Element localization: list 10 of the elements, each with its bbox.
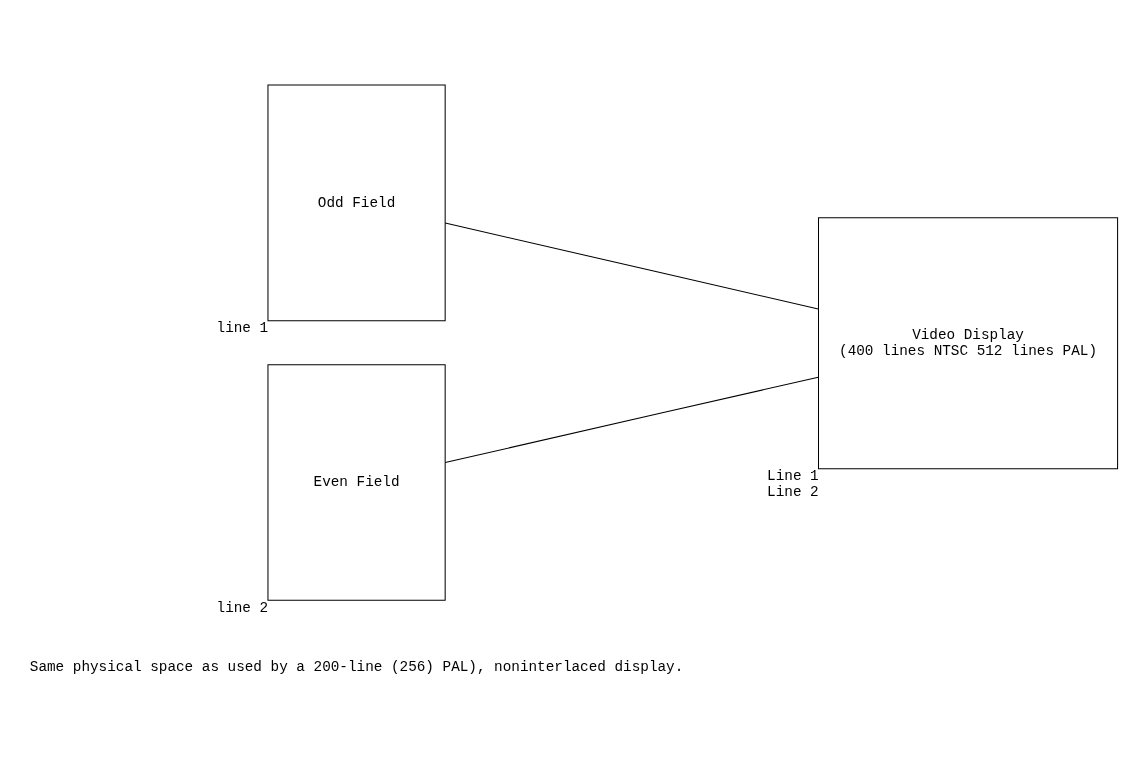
node-box: Even Field bbox=[267, 363, 446, 601]
node-box: Odd Field bbox=[267, 84, 446, 321]
node-label: line 2 bbox=[216, 599, 269, 616]
node-label: Line 1 bbox=[767, 467, 819, 484]
connector bbox=[444, 222, 819, 309]
node-box: Video Display (400 lines NTSC 512 lines PAL) bbox=[818, 216, 1119, 469]
node-label: Line 2 bbox=[767, 483, 819, 500]
node-label: line 1 bbox=[216, 319, 269, 336]
connector bbox=[444, 376, 819, 463]
label: Same physical space as used by a 200-line (256) PAL), noninterlaced display. bbox=[29, 658, 684, 675]
